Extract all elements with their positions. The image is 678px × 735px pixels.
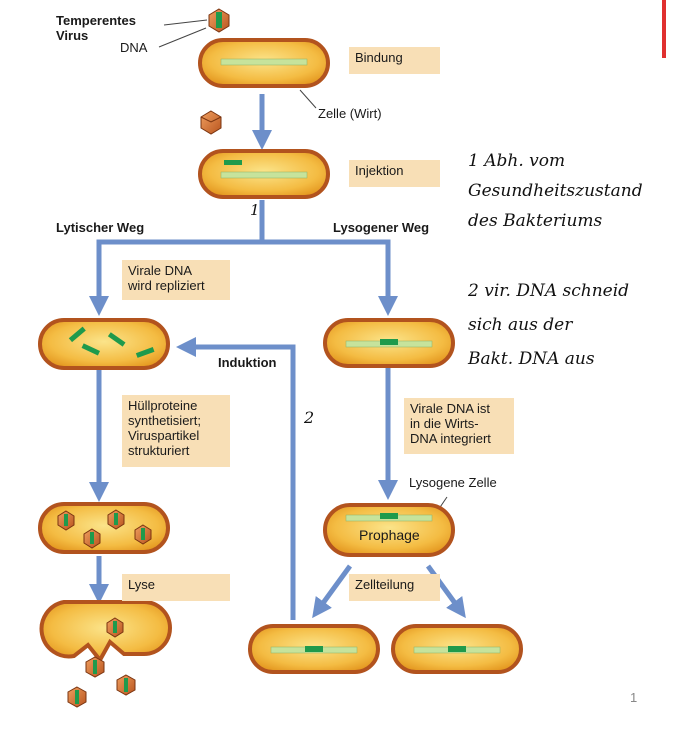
handwritten-note-1: 1 Abh. vom Gesundheitszustand des Bakter… [468, 151, 643, 231]
bacterium-cell [38, 502, 170, 554]
bacterium-cell [323, 318, 455, 368]
virus-icon [85, 656, 105, 678]
marker-1: 1 [250, 201, 260, 219]
dna-label: DNA [120, 40, 148, 55]
virus-icon [208, 8, 230, 33]
cell-host-label: Zelle (Wirt) [318, 106, 382, 121]
step-binding: Bindung [349, 47, 440, 74]
arrow-division-right [425, 564, 466, 619]
virus-icon [67, 686, 87, 708]
lysogenic-path-label: Lysogener Weg [333, 220, 430, 235]
temperent-virus-label: Temperentes Virus [56, 13, 136, 43]
virus-icon [200, 110, 222, 135]
accent-mark [662, 0, 666, 58]
lytic-path-label: Lytischer Weg [56, 220, 145, 235]
arrow-split-right [262, 239, 398, 316]
bacterium-cell [38, 318, 170, 370]
step-cell-division: Zellteilung [349, 574, 440, 601]
page-number: 1 [630, 690, 638, 705]
step-injection: Injektion [349, 160, 440, 187]
bacterium-cell [198, 38, 330, 88]
step-viral-dna-integrated: Virale DNA ist in die Wirts- DNA integri… [404, 398, 514, 454]
step-viral-dna-replicated: Virale DNA wird repliziert [122, 260, 230, 300]
virus-icon [116, 674, 136, 696]
induction-label: Induktion [218, 355, 277, 370]
step-lysis: Lyse [122, 574, 230, 601]
arrows [89, 94, 466, 620]
marker-2: 2 [304, 408, 315, 427]
bacterium-cell [198, 149, 330, 199]
prophage-label: Prophage [359, 527, 420, 543]
lysogenic-cell-label: Lysogene Zelle [409, 475, 497, 490]
bacterium-cell [323, 503, 455, 557]
arrow-split-lines [89, 200, 265, 316]
bacterium-cell [248, 624, 380, 674]
handwritten-note-2: 2 vir. DNA schneid sich aus der Bakt. DN… [468, 281, 630, 369]
step-coat-proteins: Hüllproteine synthetisiert; Viruspartike… [122, 395, 230, 467]
arrow-division-left [312, 564, 353, 619]
bacterium-cell [391, 624, 523, 674]
arrow-induction [176, 337, 296, 620]
bacterium-cell [39, 600, 172, 664]
